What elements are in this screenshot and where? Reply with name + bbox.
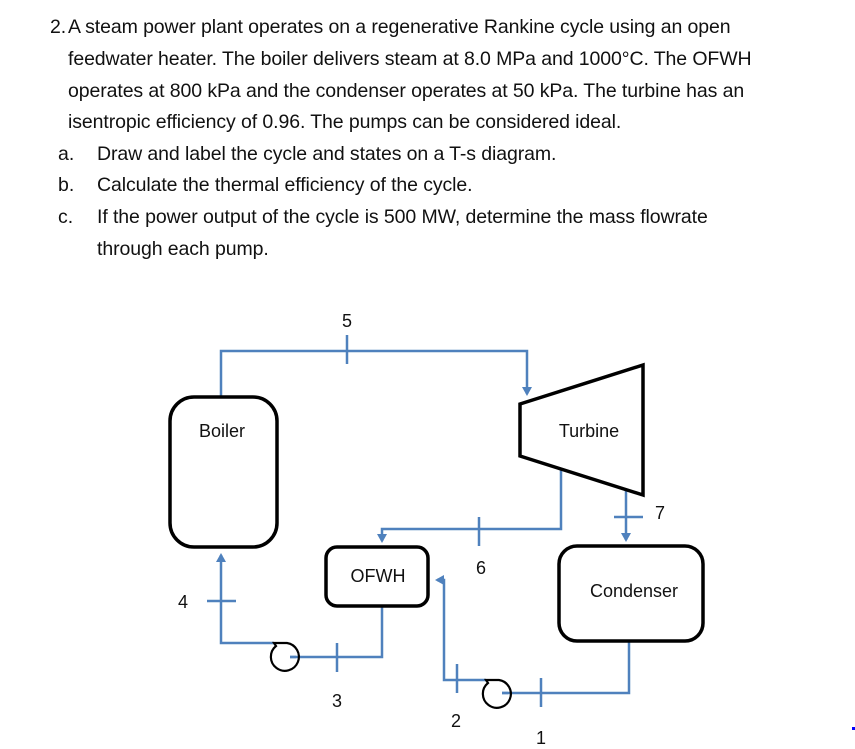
pipe-state-4 xyxy=(216,553,274,645)
turbine-label: Turbine xyxy=(559,421,619,441)
state-4-label: 4 xyxy=(178,592,188,612)
part-b-marker: b. xyxy=(58,174,75,196)
problem-statement-line-3: operates at 800 kPa and the condenser op… xyxy=(68,80,745,102)
pipe-state-1 xyxy=(502,641,631,695)
state-6-label: 6 xyxy=(476,558,486,578)
part-c-text-line-2: through each pump. xyxy=(97,238,269,260)
pump-2-icon xyxy=(269,641,300,672)
part-c-marker: c. xyxy=(58,206,74,228)
state-1-label: 1 xyxy=(536,728,546,748)
part-a-marker: a. xyxy=(58,143,75,165)
problem-statement-line-1: A steam power plant operates on a regene… xyxy=(68,16,731,38)
ofwh-label: OFWH xyxy=(351,566,406,586)
pipe-state-6 xyxy=(377,469,563,543)
boiler-label: Boiler xyxy=(199,421,245,441)
state-2-label: 2 xyxy=(451,711,461,731)
pump-1-icon xyxy=(481,678,512,709)
pipe-state-2 xyxy=(435,575,486,682)
part-b-text: Calculate the thermal efficiency of the … xyxy=(97,174,473,196)
state-7-label: 7 xyxy=(655,503,665,523)
problem-statement-line-2: feedwater heater. The boiler delivers st… xyxy=(68,48,752,70)
state-3-label: 3 xyxy=(332,691,342,711)
turbine-shape xyxy=(518,362,645,498)
stray-dot xyxy=(852,727,855,730)
state-5-label: 5 xyxy=(342,311,352,331)
pipe-state-5 xyxy=(219,349,532,397)
part-c-text-line-1: If the power output of the cycle is 500 … xyxy=(97,206,708,228)
ofwh-box xyxy=(324,545,430,608)
condenser-box xyxy=(557,544,705,643)
problem-number: 2. xyxy=(50,16,67,38)
problem-statement-line-4: isentropic efficiency of 0.96. The pumps… xyxy=(68,111,622,133)
part-a-text: Draw and label the cycle and states on a… xyxy=(97,143,557,165)
boiler-box xyxy=(168,395,279,549)
condenser-label: Condenser xyxy=(590,581,678,601)
pipe-state-3 xyxy=(290,606,384,659)
